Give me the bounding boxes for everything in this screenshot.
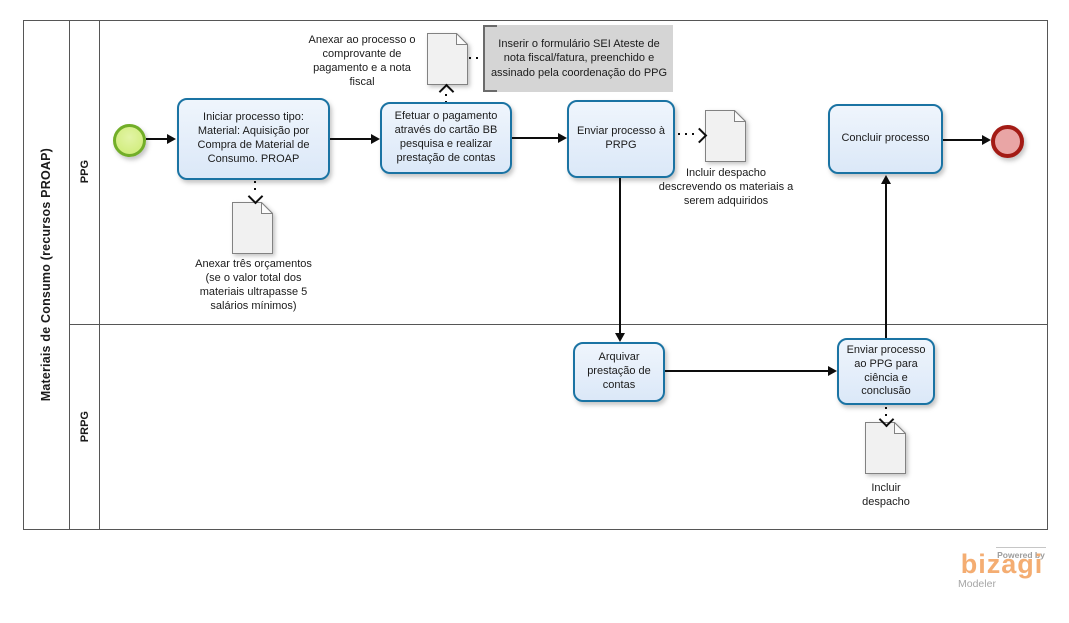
powered-by-label: Powered by — [996, 547, 1046, 560]
pool-title-band: Materiais de Consumo (recursos PROAP) — [23, 20, 70, 530]
task-enviar-processo-prpg[interactable]: Enviar processo à PRPG — [567, 100, 675, 178]
pool-title: Materiais de Consumo (recursos PROAP) — [39, 148, 53, 402]
document-label: Incluir despacho descrevendo os materiai… — [658, 167, 794, 208]
association-enviarprpg-to-despacho — [678, 133, 695, 135]
arrowhead-down — [615, 333, 625, 342]
task-efetuar-pagamento[interactable]: Efetuar o pagamento através do cartão BB… — [380, 102, 512, 174]
document-icon[interactable] — [865, 422, 906, 474]
text-annotation[interactable]: Inserir o formulário SEI Ateste de nota … — [483, 25, 673, 92]
task-label: Iniciar processo tipo: Material: Aquisiç… — [197, 111, 310, 165]
document-label: Incluir despacho — [862, 482, 910, 509]
document-icon[interactable] — [705, 110, 746, 162]
lane-label-ppg: PPG — [79, 160, 91, 184]
lane-divider — [70, 324, 1048, 325]
arrowhead-right — [982, 135, 991, 145]
task-label: Concluir processo — [841, 132, 930, 145]
arrowhead-right — [371, 134, 380, 144]
association-enviarppg-to-despacho — [885, 407, 887, 416]
association-comprovante-to-annotation — [469, 57, 482, 59]
sequence-flow-iniciar-to-efetuar — [330, 138, 372, 140]
lane-label-prpg: PRPG — [79, 411, 91, 443]
association-iniciar-to-orcamentos — [254, 181, 256, 192]
start-event[interactable] — [113, 124, 146, 157]
arrowhead-right — [558, 133, 567, 143]
task-iniciar-processo[interactable]: Iniciar processo tipo: Material: Aquisiç… — [177, 98, 330, 180]
modeler-label: Modeler — [958, 578, 996, 590]
pool — [23, 20, 1048, 530]
annotation-text: Inserir o formulário SEI Ateste de nota … — [490, 38, 668, 79]
sequence-flow-enviarppg-to-concluir — [885, 184, 887, 338]
sequence-flow-efetuar-to-enviarprpg — [512, 137, 559, 139]
sequence-flow-concluir-to-end — [943, 139, 983, 141]
lane-label-band: PPG PRPG — [70, 20, 100, 530]
sequence-flow-start-to-iniciar — [146, 138, 168, 140]
association-efetuar-to-comprovante — [445, 94, 447, 102]
document-label: Anexar ao processo o comprovante de paga… — [308, 34, 416, 89]
task-concluir-processo[interactable]: Concluir processo — [828, 104, 943, 174]
arrowhead-right — [828, 366, 837, 376]
sequence-flow-arquivar-to-enviarppg — [665, 370, 829, 372]
task-label: Enviar processo ao PPG para ciência e co… — [846, 343, 926, 398]
task-label: Arquivar prestação de contas — [587, 351, 651, 391]
document-icon[interactable] — [232, 202, 273, 254]
arrowhead-up — [881, 175, 891, 184]
end-event[interactable] — [991, 125, 1024, 158]
sequence-flow-enviarprpg-to-arquivar — [619, 178, 621, 334]
arrowhead-right — [167, 134, 176, 144]
document-icon[interactable] — [427, 33, 468, 85]
task-arquivar-prestacao[interactable]: Arquivar prestação de contas — [573, 342, 665, 402]
task-label: Efetuar o pagamento através do cartão BB… — [394, 110, 498, 164]
document-label: Anexar três orçamentos (se o valor total… — [195, 258, 312, 313]
bizagi-brand-text: bizagi — [960, 549, 1044, 579]
task-label: Enviar processo à PRPG — [576, 125, 666, 151]
task-enviar-processo-ppg[interactable]: Enviar processo ao PPG para ciência e co… — [837, 338, 935, 405]
